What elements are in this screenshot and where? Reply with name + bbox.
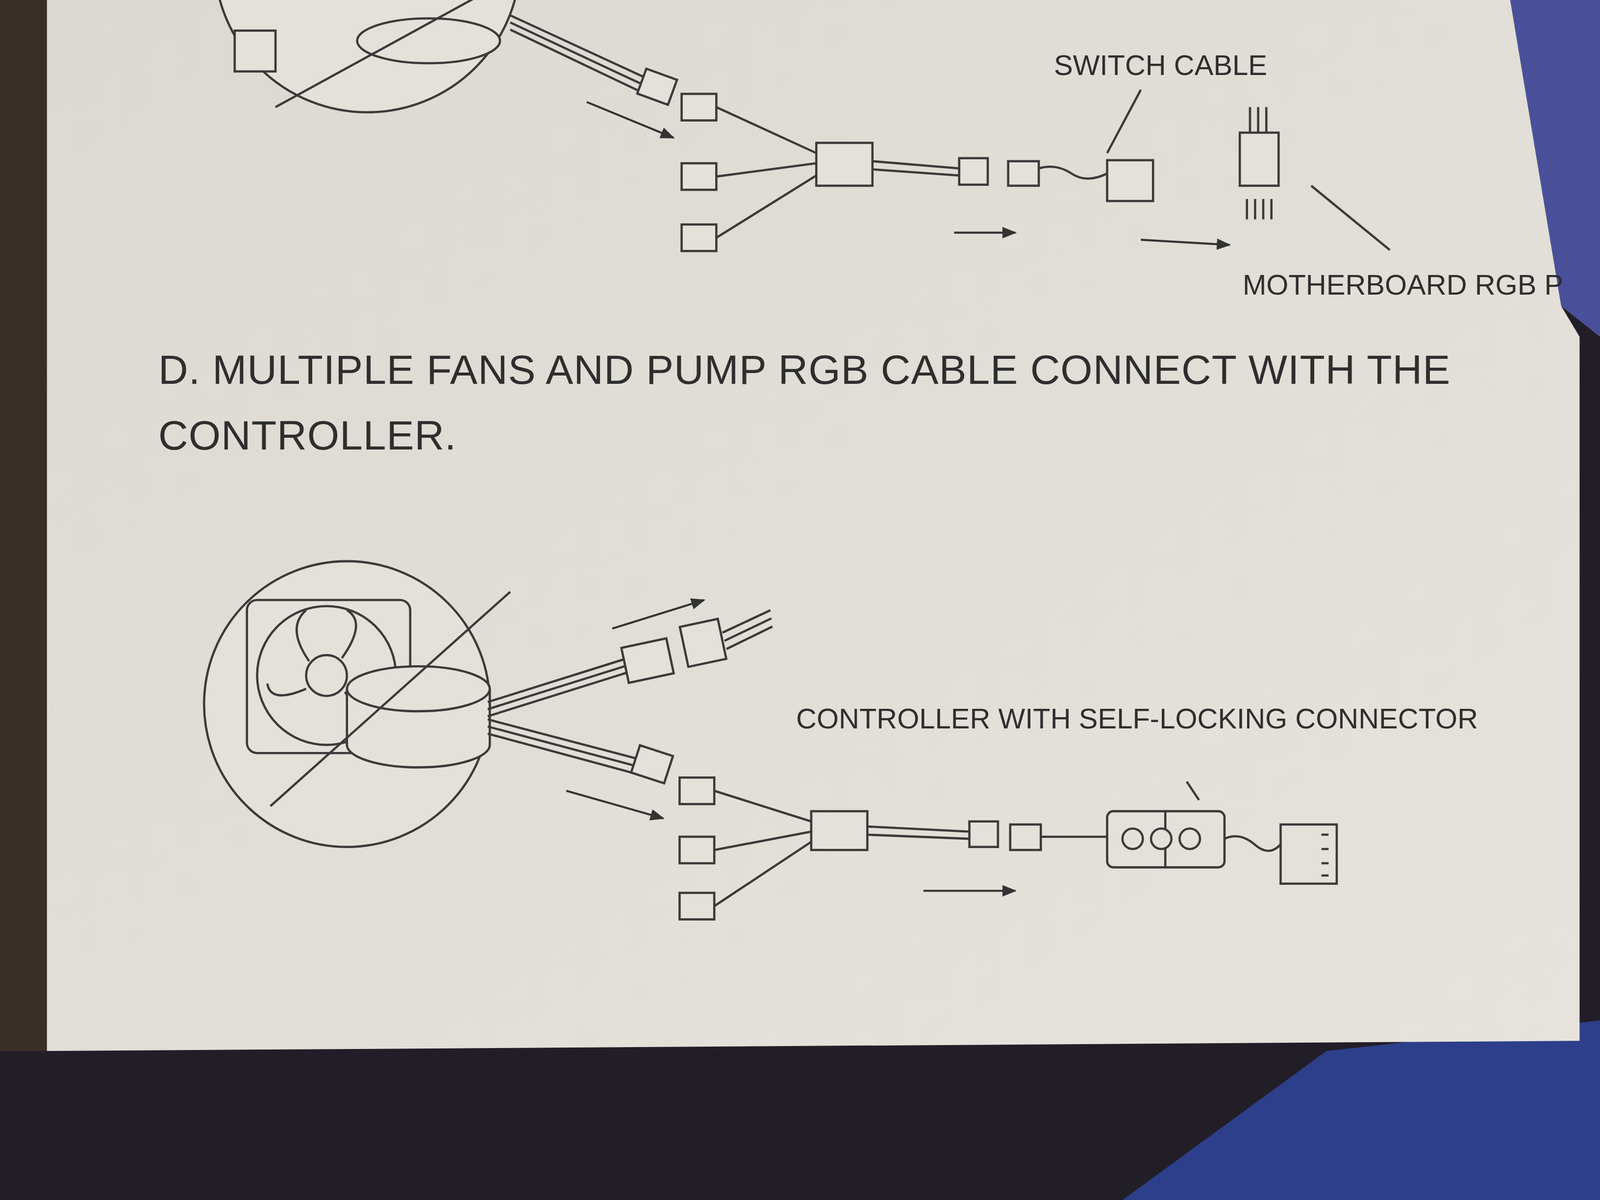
paper-sheet: [47, 0, 1580, 1051]
hub-input: [681, 224, 717, 251]
bottom-illustration: [203, 561, 1337, 920]
arrow: [923, 889, 1016, 892]
rgb-wires: [510, 15, 644, 91]
section-heading: D. MULTIPLE FANS AND PUMP RGB CABLE CONN…: [158, 336, 1571, 469]
hub-input: [679, 836, 715, 864]
fan-pump-circle: [214, 0, 521, 113]
callout-label: MOTHERBOARD RGB P: [1242, 267, 1564, 302]
hub-wires: [714, 790, 812, 906]
fan-hub: [305, 654, 347, 696]
hub-input: [681, 163, 717, 190]
splitter-wire: [872, 161, 960, 176]
switch-wire: [1038, 166, 1107, 179]
flow-arrows: [566, 101, 1230, 891]
leader-line: [1311, 185, 1390, 250]
controller-plug: [1010, 824, 1041, 850]
leader-line: [1107, 89, 1142, 153]
hub-wires: [716, 107, 817, 238]
cable-plug: [1008, 161, 1039, 186]
hub-input: [679, 892, 715, 920]
hub-input: [679, 777, 715, 804]
table-edge: [0, 0, 48, 1051]
fan-connector: [631, 745, 674, 783]
splitter-wire: [867, 826, 970, 839]
fan-pump-circle: [203, 561, 490, 848]
slash-line: [270, 591, 511, 806]
motherboard-header: [1239, 132, 1279, 186]
fan-corner: [234, 30, 276, 72]
arrow: [566, 790, 664, 819]
arrow: [953, 231, 1016, 234]
callout-label: SWITCH CABLE: [1053, 48, 1268, 83]
splitter-plug: [959, 158, 988, 185]
arrow: [1140, 239, 1230, 245]
splitter-box: [816, 142, 873, 186]
pump-body: [357, 18, 500, 64]
rgb-wires: [487, 658, 628, 717]
fan-blades: [267, 610, 358, 737]
header-wires: [1250, 107, 1267, 133]
pump-wires: [722, 610, 773, 650]
connector-pins: [1321, 834, 1329, 876]
top-illustration: [214, 0, 1390, 251]
pump-mating-plug: [679, 618, 727, 667]
fan-connector: [637, 68, 677, 105]
leader-line: [1186, 781, 1200, 800]
hub-input: [681, 94, 717, 121]
fan-wires: [487, 719, 643, 775]
blue-object: [1122, 1020, 1600, 1200]
controller-box: [1107, 811, 1225, 868]
controller-wire: [1224, 836, 1283, 851]
controller-button: [1179, 828, 1200, 850]
controller-wire: [1040, 835, 1107, 839]
four-pin-connector: [1280, 824, 1337, 884]
controller-button: [1150, 828, 1172, 850]
slash-line: [275, 0, 490, 108]
callout-label: CONTROLLER WITH SELF-LOCKING CONNECTOR: [796, 701, 1478, 736]
controller-button: [1122, 828, 1144, 850]
header-pins: [1247, 199, 1272, 220]
arrow: [586, 101, 674, 138]
pump-connector: [621, 638, 675, 683]
splitter-box: [811, 811, 868, 850]
splitter-plug: [969, 821, 999, 848]
switch-cable-plug: [1107, 160, 1154, 201]
